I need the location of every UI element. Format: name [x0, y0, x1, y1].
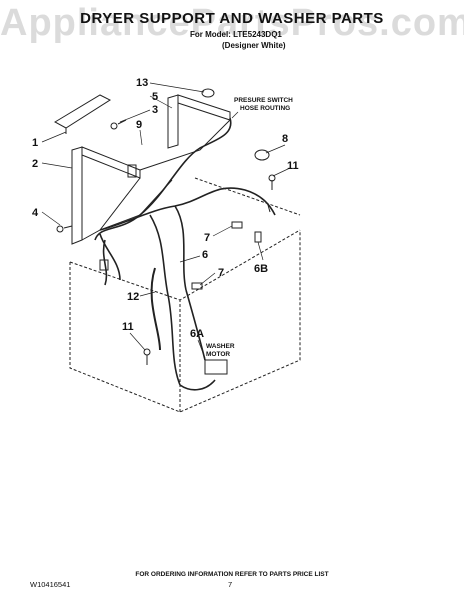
note-washer: WASHER	[206, 343, 235, 350]
bracket-part	[53, 94, 112, 134]
ordering-note: FOR ORDERING INFORMATION REFER TO PARTS …	[135, 571, 329, 578]
hose-clip	[201, 88, 215, 98]
document-number: W10416541	[30, 580, 71, 589]
pressure-hose	[150, 267, 161, 351]
callout-5: 5	[152, 91, 158, 103]
callout-6a: 6A	[190, 328, 204, 340]
hose-clamp	[254, 149, 270, 161]
callout-12: 12	[127, 291, 139, 303]
callout-6b: 6B	[254, 263, 268, 275]
callout-9: 9	[136, 119, 142, 131]
part-callouts: 1 2 3 4 5 6 6A 6B 7 7 8 9 11 11 12 13	[32, 77, 299, 340]
diagram-notes: PRESURE SWITCH HOSE ROUTING WASHER MOTOR	[206, 97, 293, 358]
dryer-support-frame	[71, 94, 231, 245]
model-number: For Model: LTE5243DQ1	[190, 30, 282, 39]
note-pressure-switch: PRESURE SWITCH	[234, 97, 293, 104]
connectors	[99, 164, 262, 375]
washer-cabinet	[69, 177, 301, 413]
leader-lines	[41, 82, 291, 359]
note-hose-routing: HOSE ROUTING	[240, 105, 290, 112]
callout-13: 13	[136, 77, 148, 89]
callout-4: 4	[32, 207, 39, 219]
callout-8: 8	[282, 133, 288, 145]
watermark: AppliancePartsPros.com	[0, 2, 464, 44]
model-variant: (Designer White)	[222, 41, 286, 50]
callout-11-lower: 11	[122, 321, 134, 333]
callout-2: 2	[32, 158, 38, 170]
screws	[56, 119, 276, 365]
callout-6: 6	[202, 249, 208, 261]
page-title: DRYER SUPPORT AND WASHER PARTS	[80, 10, 384, 27]
wire-harness	[94, 117, 276, 391]
callout-7-lower: 7	[218, 267, 224, 279]
callout-11-upper: 11	[287, 160, 299, 172]
callout-3: 3	[152, 104, 158, 116]
callout-1: 1	[32, 137, 38, 149]
callout-7-upper: 7	[204, 232, 210, 244]
page-number: 7	[228, 580, 233, 589]
note-motor: MOTOR	[206, 351, 230, 358]
